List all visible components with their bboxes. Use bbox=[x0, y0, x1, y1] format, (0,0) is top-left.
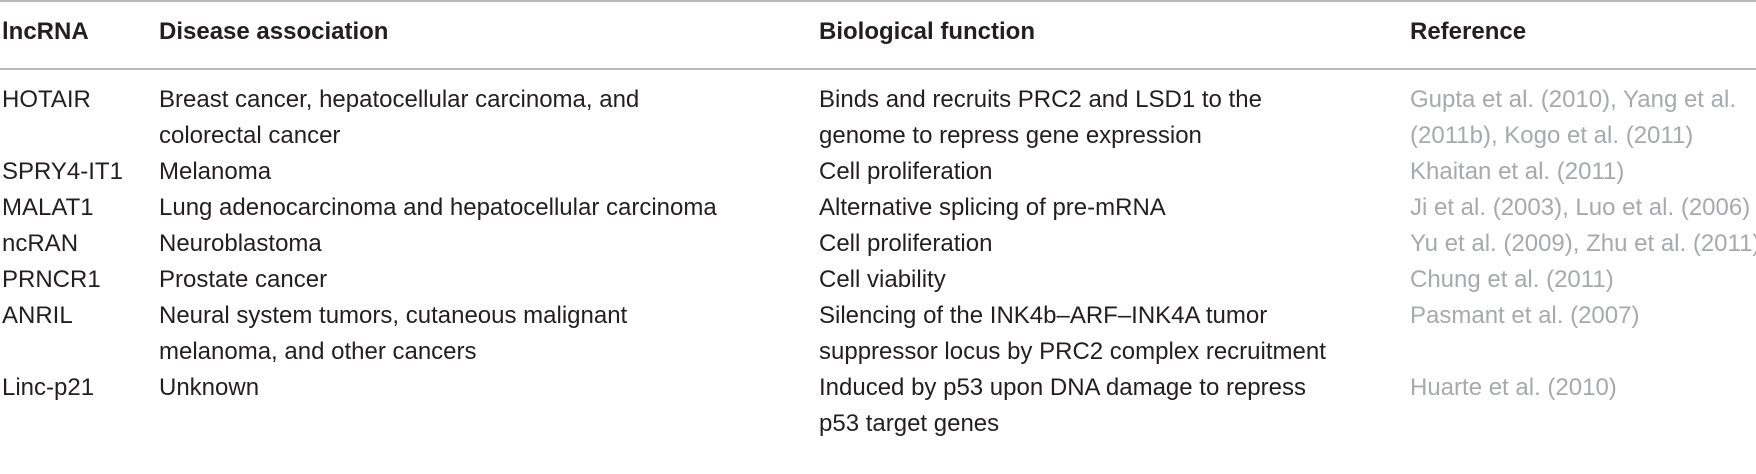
cell-lncrna: HOTAIR bbox=[2, 82, 152, 118]
cell-reference-line: Khaitan et al. (2011) bbox=[1410, 158, 1625, 185]
cell-disease-association: Prostate cancer bbox=[159, 262, 779, 298]
table-top-rule bbox=[0, 0, 1756, 2]
cell-biological-function: Cell proliferation bbox=[819, 154, 1379, 190]
cell-biological-function: Silencing of the INK4b–ARF–INK4A tumor su… bbox=[819, 298, 1379, 370]
cell-biological-function: Cell viability bbox=[819, 262, 1379, 298]
cell-lncrna-line: SPRY4-IT1 bbox=[2, 158, 123, 185]
header-disease-association: Disease association bbox=[159, 18, 389, 45]
cell-disease-association-line: colorectal cancer bbox=[159, 122, 341, 149]
table-row: SPRY4-IT1 Melanoma Cell proliferation Khait… bbox=[0, 154, 1756, 190]
cell-reference-line: Yu et al. (2009), Zhu et al. (2011) bbox=[1410, 230, 1756, 257]
table-header-rule bbox=[0, 68, 1756, 70]
cell-reference: Yu et al. (2009), Zhu et al. (2011) bbox=[1410, 226, 1756, 262]
cell-biological-function: Alternative splicing of pre-mRNA bbox=[819, 190, 1379, 226]
cell-disease-association: Neural system tumors, cutaneous malignan… bbox=[159, 298, 779, 370]
cell-biological-function-line: Silencing of the INK4b–ARF–INK4A tumor bbox=[819, 302, 1268, 329]
cell-reference: Gupta et al. (2010), Yang et al. (2011b),… bbox=[1410, 82, 1756, 154]
cell-biological-function-line: Cell viability bbox=[819, 266, 946, 293]
cell-lncrna-line: ncRAN bbox=[2, 230, 79, 257]
cell-disease-association: Melanoma bbox=[159, 154, 779, 190]
cell-reference: Pasmant et al. (2007) bbox=[1410, 298, 1756, 334]
cell-lncrna: ANRIL bbox=[2, 298, 152, 334]
cell-disease-association-line: Lung adenocarcinoma and hepatocellular c… bbox=[159, 194, 717, 221]
table-row: Linc-p21 Unknown Induced by p53 upon DNA d… bbox=[0, 370, 1756, 442]
table-body: HOTAIR Breast cancer, hepatocellular carc… bbox=[0, 82, 1756, 442]
cell-biological-function: Binds and recruits PRC2 and LSD1 to the g… bbox=[819, 82, 1379, 154]
cell-lncrna: MALAT1 bbox=[2, 190, 152, 226]
table-row: MALAT1 Lung adenocarcinoma and hepatocell… bbox=[0, 190, 1756, 226]
cell-reference-line: (2011b), Kogo et al. (2011) bbox=[1410, 122, 1694, 149]
cell-disease-association-line: Prostate cancer bbox=[159, 266, 328, 293]
cell-biological-function: Induced by p53 upon DNA damage to repres… bbox=[819, 370, 1379, 442]
cell-disease-association: Neuroblastoma bbox=[159, 226, 779, 262]
table-row: ANRIL Neural system tumors, cutaneous mal… bbox=[0, 298, 1756, 370]
cell-lncrna-line: HOTAIR bbox=[2, 86, 91, 113]
cell-reference-line: Huarte et al. (2010) bbox=[1410, 374, 1617, 401]
cell-lncrna-line: ANRIL bbox=[2, 302, 73, 329]
cell-reference: Khaitan et al. (2011) bbox=[1410, 154, 1756, 190]
cell-disease-association-line: Neuroblastoma bbox=[159, 230, 322, 257]
cell-reference-line: Pasmant et al. (2007) bbox=[1410, 302, 1640, 329]
cell-reference-line: Gupta et al. (2010), Yang et al. bbox=[1410, 86, 1736, 113]
cell-biological-function-line: Cell proliferation bbox=[819, 158, 993, 185]
cell-biological-function-line: suppressor locus by PRC2 complex recruit… bbox=[819, 338, 1326, 365]
cell-lncrna-line: MALAT1 bbox=[2, 194, 94, 221]
cell-lncrna-line: PRNCR1 bbox=[2, 266, 101, 293]
cell-reference-line: Chung et al. (2011) bbox=[1410, 266, 1614, 293]
cell-disease-association: Unknown bbox=[159, 370, 779, 406]
header-reference: Reference bbox=[1410, 18, 1527, 45]
cell-biological-function-line: Binds and recruits PRC2 and LSD1 to the bbox=[819, 86, 1262, 113]
cell-biological-function-line: Cell proliferation bbox=[819, 230, 993, 257]
cell-lncrna: SPRY4-IT1 bbox=[2, 154, 152, 190]
cell-reference-line: Ji et al. (2003), Luo et al. (2006) bbox=[1410, 194, 1751, 221]
cell-reference: Chung et al. (2011) bbox=[1410, 262, 1756, 298]
cell-disease-association-line: melanoma, and other cancers bbox=[159, 338, 477, 365]
table-row: PRNCR1 Prostate cancer Cell viability Chung… bbox=[0, 262, 1756, 298]
cell-disease-association-line: Unknown bbox=[159, 374, 260, 401]
cell-reference: Ji et al. (2003), Luo et al. (2006) bbox=[1410, 190, 1756, 226]
cell-biological-function-line: Induced by p53 upon DNA damage to repres… bbox=[819, 374, 1306, 401]
cell-biological-function-line: Alternative splicing of pre-mRNA bbox=[819, 194, 1166, 221]
table-row: ncRAN Neuroblastoma Cell proliferation Yu e… bbox=[0, 226, 1756, 262]
table-header-row: lncRNA Disease association Biological fu… bbox=[0, 16, 1756, 52]
cell-biological-function-line: genome to repress gene expression bbox=[819, 122, 1202, 149]
cell-disease-association-line: Melanoma bbox=[159, 158, 272, 185]
cell-disease-association: Lung adenocarcinoma and hepatocellular c… bbox=[159, 190, 779, 226]
cell-lncrna: Linc-p21 bbox=[2, 370, 152, 406]
table-row: HOTAIR Breast cancer, hepatocellular carc… bbox=[0, 82, 1756, 154]
cell-biological-function: Cell proliferation bbox=[819, 226, 1379, 262]
cell-disease-association-line: Breast cancer, hepatocellular carcinoma,… bbox=[159, 86, 640, 113]
header-biological-function: Biological function bbox=[819, 18, 1035, 45]
cell-lncrna: PRNCR1 bbox=[2, 262, 152, 298]
cell-reference: Huarte et al. (2010) bbox=[1410, 370, 1756, 406]
cell-disease-association: Breast cancer, hepatocellular carcinoma,… bbox=[159, 82, 779, 154]
cell-lncrna-line: Linc-p21 bbox=[2, 374, 95, 401]
cell-biological-function-line: p53 target genes bbox=[819, 410, 1000, 437]
header-lncrna: lncRNA bbox=[2, 18, 89, 45]
cell-lncrna: ncRAN bbox=[2, 226, 152, 262]
cell-disease-association-line: Neural system tumors, cutaneous malignan… bbox=[159, 302, 628, 329]
